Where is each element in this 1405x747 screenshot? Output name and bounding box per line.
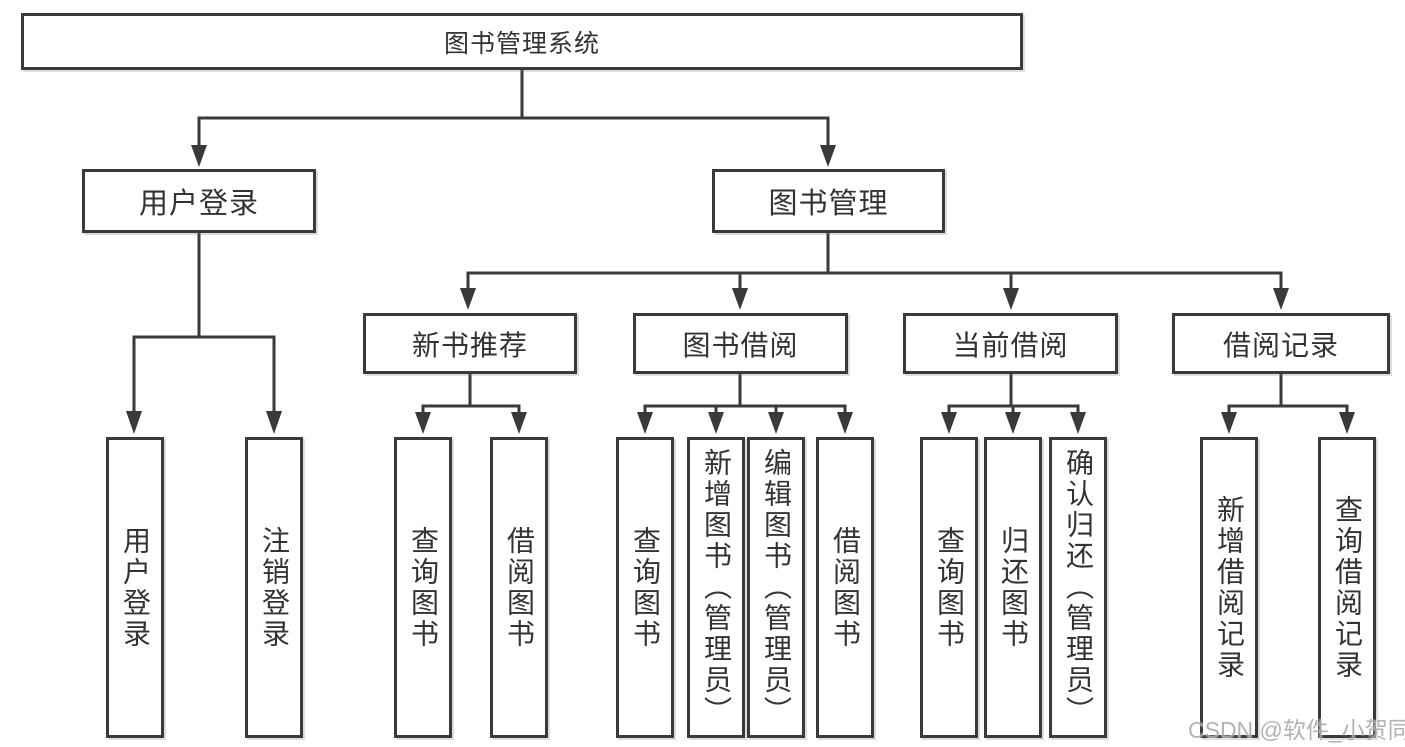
node-current-borrowing: 当前借阅: [903, 313, 1118, 374]
connector-book-mgmt-to-level3: [466, 233, 1283, 291]
node-leaf-logout: 注销登录: [245, 437, 303, 738]
node-leaf-add-books-admin: 新增图书（管理员）: [687, 437, 745, 738]
connector-new-book-recommend: [421, 374, 521, 415]
connector-root-to-level2: [197, 70, 830, 147]
arrowheads: [126, 145, 1355, 434]
node-leaf-user-login: 用户登录: [106, 437, 164, 738]
node-leaf-query-books-current: 查询图书: [920, 437, 978, 738]
node-leaf-borrow-books-recommend: 借阅图书: [490, 437, 548, 738]
node-user-login: 用户登录: [82, 169, 316, 233]
connector-borrowing-records: [1227, 374, 1349, 415]
node-library-management-system: 图书管理系统: [21, 13, 1023, 70]
node-new-book-recommend: 新书推荐: [363, 313, 577, 374]
node-leaf-query-books-borrowing: 查询图书: [616, 437, 674, 738]
node-leaf-add-borrow-record: 新增借阅记录: [1200, 437, 1258, 738]
connector-user-login-to-leaves: [132, 233, 276, 414]
node-leaf-return-books: 归还图书: [984, 437, 1042, 738]
connector-current-borrowing: [947, 374, 1080, 415]
node-book-borrowing: 图书借阅: [633, 313, 848, 374]
csdn-watermark: CSDN @软件_小贺同学: [1188, 717, 1405, 743]
node-book-management: 图书管理: [712, 169, 945, 233]
node-leaf-borrow-books: 借阅图书: [816, 437, 874, 738]
node-leaf-confirm-return-admin: 确认归还（管理员）: [1049, 437, 1107, 738]
node-borrowing-records: 借阅记录: [1172, 313, 1390, 374]
node-leaf-query-books-recommend: 查询图书: [394, 437, 452, 738]
node-leaf-query-borrow-record: 查询借阅记录: [1318, 437, 1376, 738]
node-leaf-edit-books-admin: 编辑图书（管理员）: [747, 437, 805, 738]
connector-book-borrowing: [643, 374, 847, 415]
